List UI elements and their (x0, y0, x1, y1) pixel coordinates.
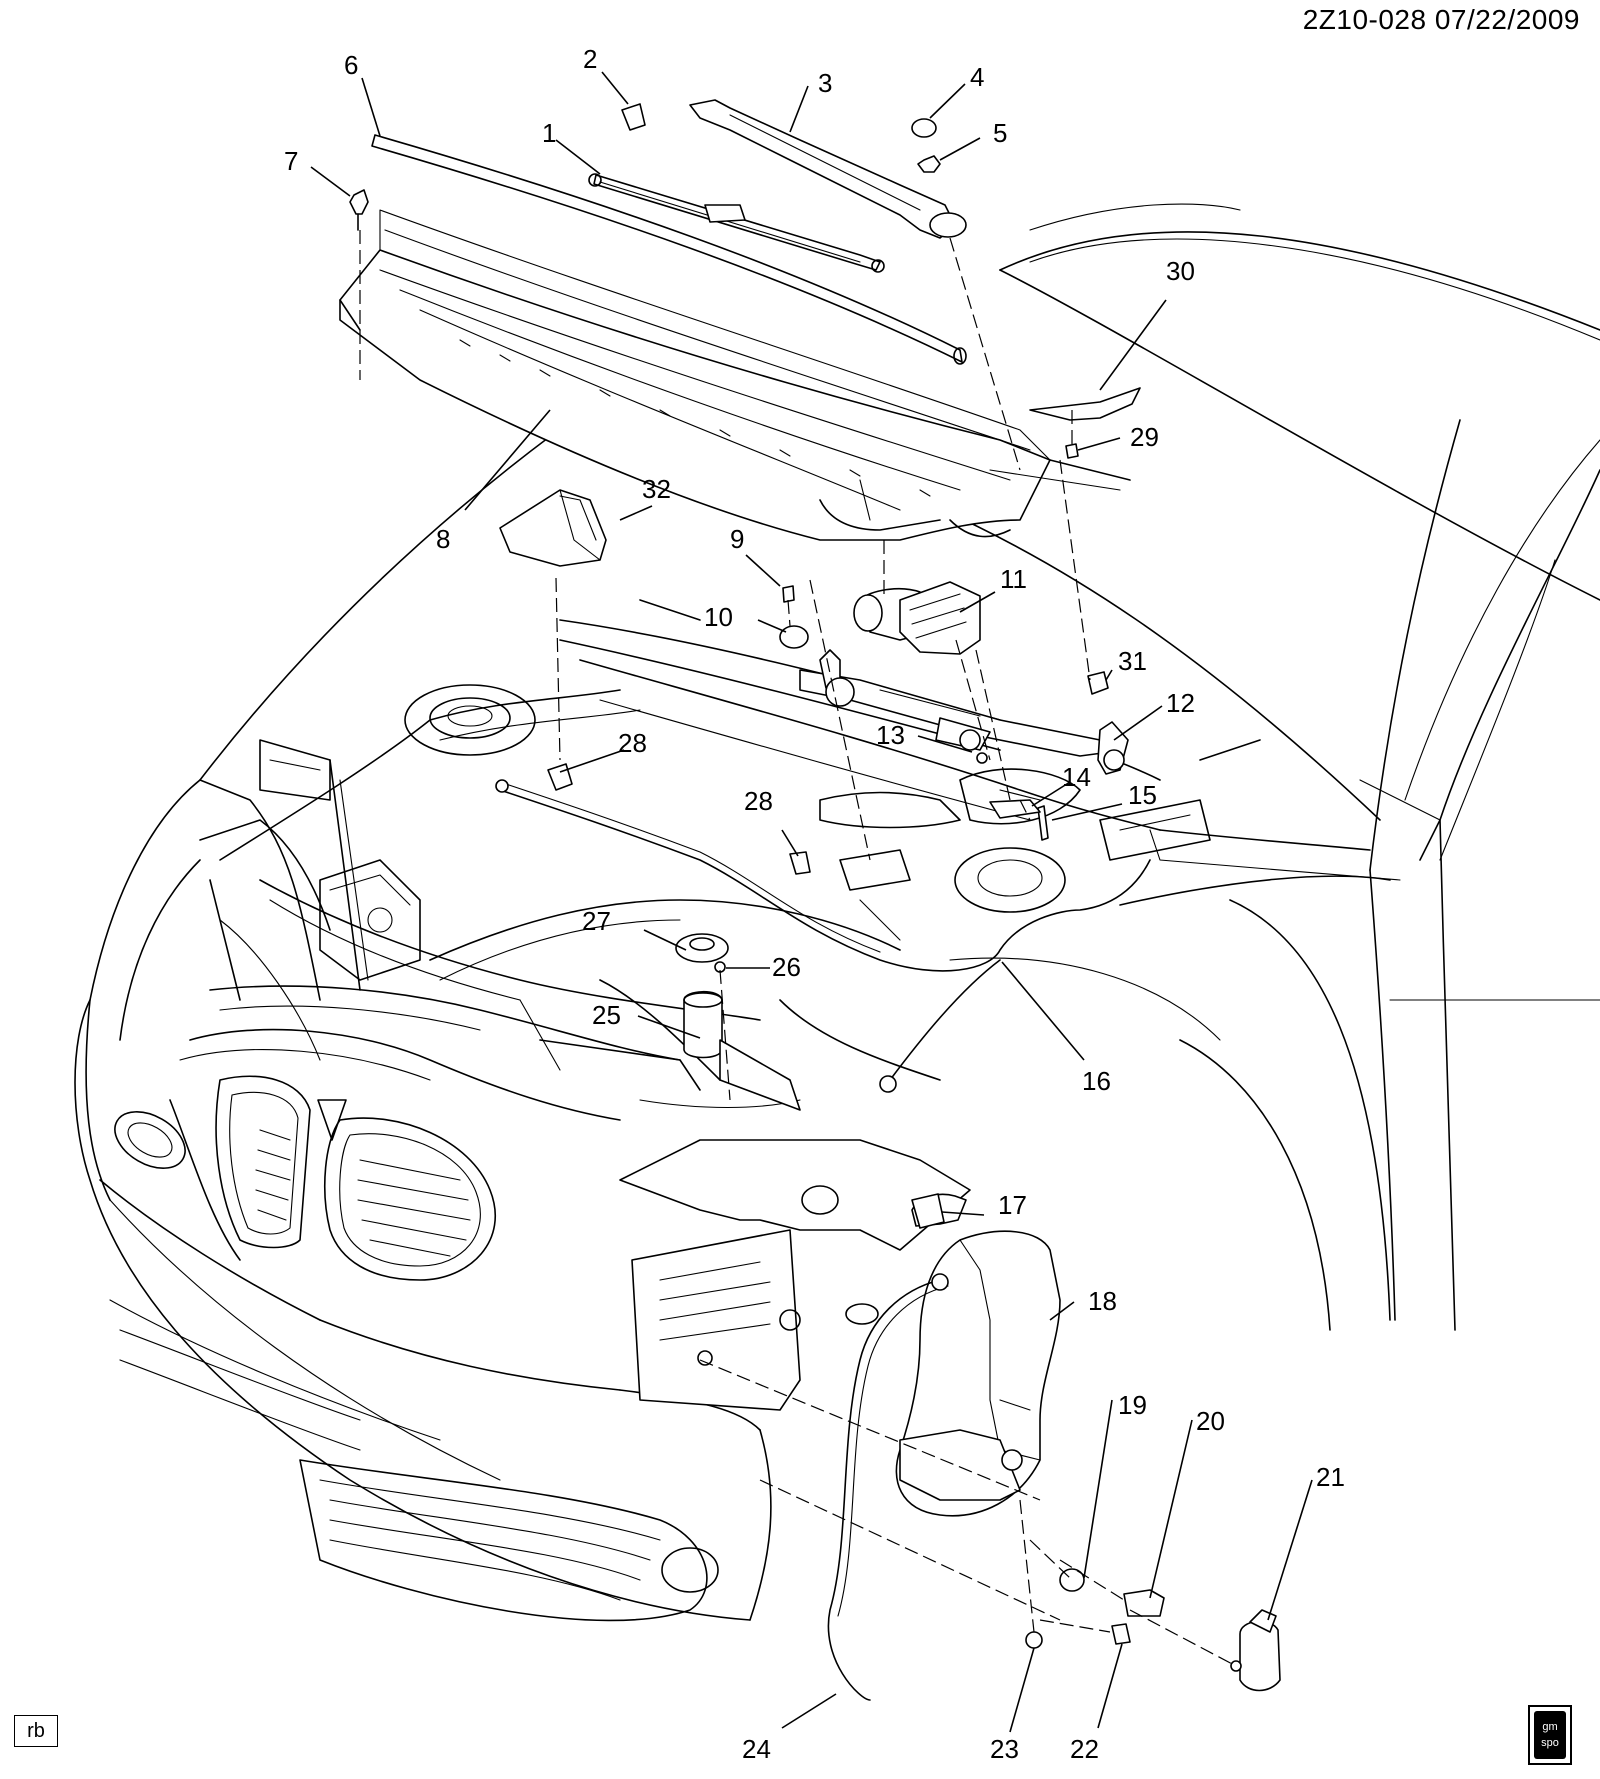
callout-21: 21 (1316, 1462, 1345, 1492)
callout-16: 16 (1082, 1066, 1111, 1096)
callout-14: 14 (1062, 762, 1091, 792)
callout-32: 32 (642, 474, 671, 504)
deflector-30 (1029, 387, 1141, 421)
callout-29: 29 (1130, 422, 1159, 452)
gmspo-logo-bottom: spo (1541, 1737, 1559, 1749)
callout-labels: 1 2 3 4 5 6 7 8 9 10 11 12 13 14 15 16 1… (284, 44, 1345, 1764)
callout-25: 25 (592, 1000, 621, 1030)
gmspo-logo: gm spo (1528, 1705, 1572, 1765)
callout-8: 8 (436, 524, 450, 554)
alignment-lines (359, 230, 1237, 1667)
callout-28-upper: 28 (618, 728, 647, 758)
callout-10: 10 (704, 602, 733, 632)
callout-4: 4 (970, 62, 984, 92)
washer-reservoir (827, 1193, 1061, 1701)
callout-9: 9 (730, 524, 744, 554)
initials-box: rb (14, 1715, 58, 1747)
callout-6: 6 (344, 50, 358, 80)
callout-22: 22 (1070, 1734, 1099, 1764)
wiper-motor-linkage (799, 581, 1129, 775)
callout-23: 23 (990, 1734, 1019, 1764)
gmspo-logo-top: gm (1542, 1721, 1558, 1733)
callout-12: 12 (1166, 688, 1195, 718)
callout-2: 2 (583, 44, 597, 74)
seal-32 (499, 489, 607, 567)
callout-26: 26 (772, 952, 801, 982)
callout-18: 18 (1088, 1286, 1117, 1316)
front-support-panel (619, 1139, 971, 1411)
bracket-14 (989, 799, 1041, 819)
callout-11: 11 (1000, 564, 1027, 594)
callout-3: 3 (818, 68, 832, 98)
callout-27: 27 (582, 906, 611, 936)
callout-30: 30 (1166, 256, 1195, 286)
callout-19: 19 (1118, 1390, 1147, 1420)
callout-20: 20 (1196, 1406, 1225, 1436)
callout-1: 1 (542, 118, 556, 148)
wiper-arm (689, 99, 967, 239)
callout-13: 13 (876, 720, 905, 750)
callout-17: 17 (998, 1190, 1027, 1220)
vehicle-body-outline (74, 203, 1600, 1622)
callout-5: 5 (993, 118, 1007, 148)
leader-lines (310, 71, 1313, 1733)
callout-15: 15 (1128, 780, 1157, 810)
washer-filler-neck (675, 933, 801, 1111)
callout-31: 31 (1118, 646, 1147, 676)
callout-24: 24 (742, 1734, 771, 1764)
cowl-weatherstrip (371, 134, 967, 365)
wiper-blade (588, 173, 885, 273)
washer-pump-21 (1230, 1609, 1281, 1692)
washer-hose-16 (889, 959, 1001, 1081)
cowl-vent-panel (339, 209, 1131, 541)
callout-28-lower: 28 (744, 786, 773, 816)
diagram-code-date: 2Z10-028 07/22/2009 (1302, 4, 1580, 35)
callout-7: 7 (284, 146, 298, 176)
